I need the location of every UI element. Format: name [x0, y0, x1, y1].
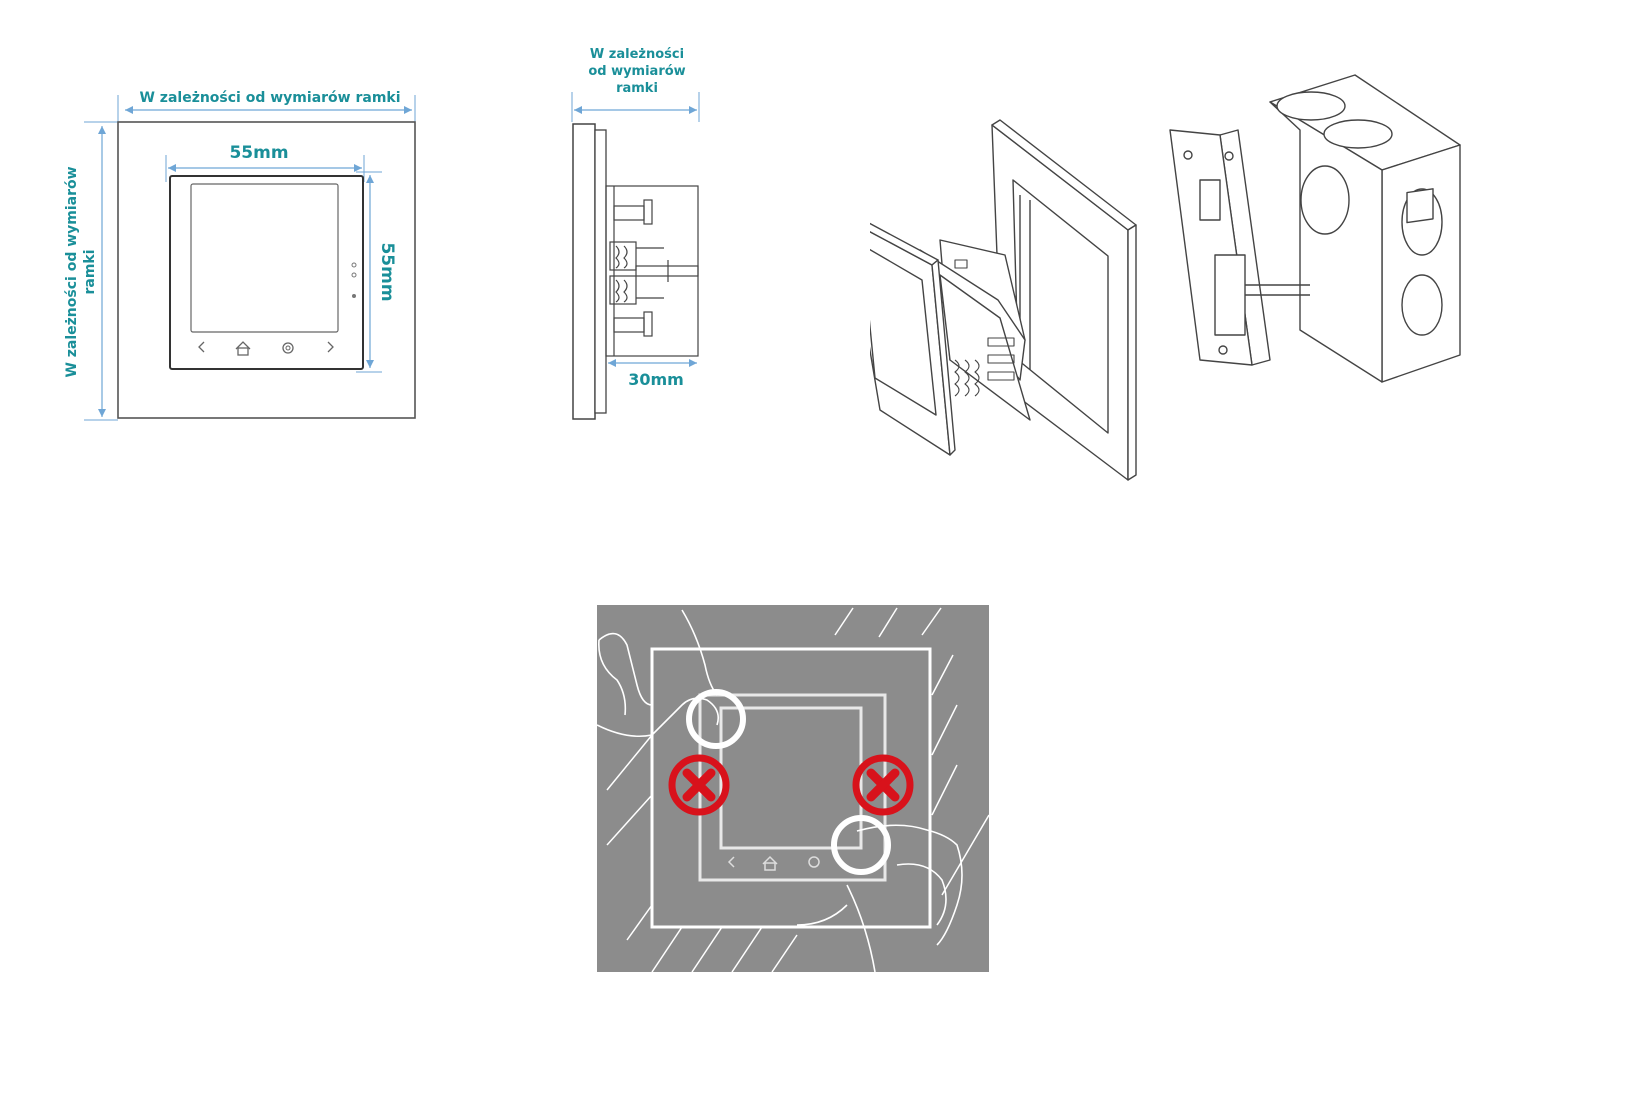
status-led — [351, 262, 357, 268]
side-frame-dimension — [571, 92, 700, 122]
home-icon — [762, 855, 778, 871]
mounting-bracket — [1169, 129, 1310, 366]
exploded-assembly-drawing — [870, 74, 1461, 481]
gear-icon — [808, 856, 820, 868]
illustration-background — [597, 605, 989, 972]
front-view-drawing: W zależności od wymiarów ramki W zależno… — [64, 90, 416, 421]
status-led — [351, 272, 357, 278]
background-hatching — [606, 607, 989, 972]
frame-height-label-line2: ramki — [82, 249, 98, 294]
side-frame-profile — [572, 123, 596, 420]
grip-point-marker — [831, 815, 891, 875]
forbidden-point-icon — [668, 754, 730, 816]
thermostat-device — [870, 222, 1031, 456]
side-depth-dimension: 30mm — [608, 359, 697, 389]
device-screen — [190, 183, 339, 333]
gear-icon — [282, 342, 294, 354]
device-height-dimension: 55mm — [356, 171, 397, 373]
side-frame-label-line2: od wymiarów — [588, 64, 685, 79]
decorative-frame — [991, 119, 1137, 481]
side-frame-label-line3: ramki — [616, 81, 658, 96]
side-depth-label: 30mm — [628, 370, 684, 389]
grip-point-marker — [686, 689, 746, 749]
frame-width-label: W zależności od wymiarów ramki — [139, 90, 400, 106]
installation-illustration — [597, 605, 989, 972]
mounting-box — [1269, 74, 1461, 383]
frame-width-dimension: W zależności od wymiarów ramki — [117, 90, 416, 125]
device-width-dimension: 55mm — [165, 143, 365, 182]
chevron-left-icon — [727, 856, 735, 868]
side-frame-label-line1: W zależności — [590, 47, 684, 62]
device-width-label: 55mm — [229, 143, 288, 163]
device-height-label: 55mm — [377, 242, 397, 301]
home-icon — [235, 341, 251, 356]
frame-height-label-line1: W zależności od wymiarów — [64, 166, 80, 377]
illustration-screen — [719, 706, 863, 850]
chevron-left-icon — [198, 341, 205, 353]
illustration-frame — [650, 647, 932, 929]
side-device-body — [605, 185, 699, 357]
hand-outlines — [597, 609, 963, 972]
status-led — [352, 294, 356, 298]
frame-height-dimension: W zależności od wymiarów ramki — [64, 121, 118, 421]
forbidden-point-icon — [852, 754, 914, 816]
chevron-right-icon — [327, 341, 334, 353]
side-view-drawing: W zależności od wymiarów ramki 30mm — [571, 47, 700, 420]
